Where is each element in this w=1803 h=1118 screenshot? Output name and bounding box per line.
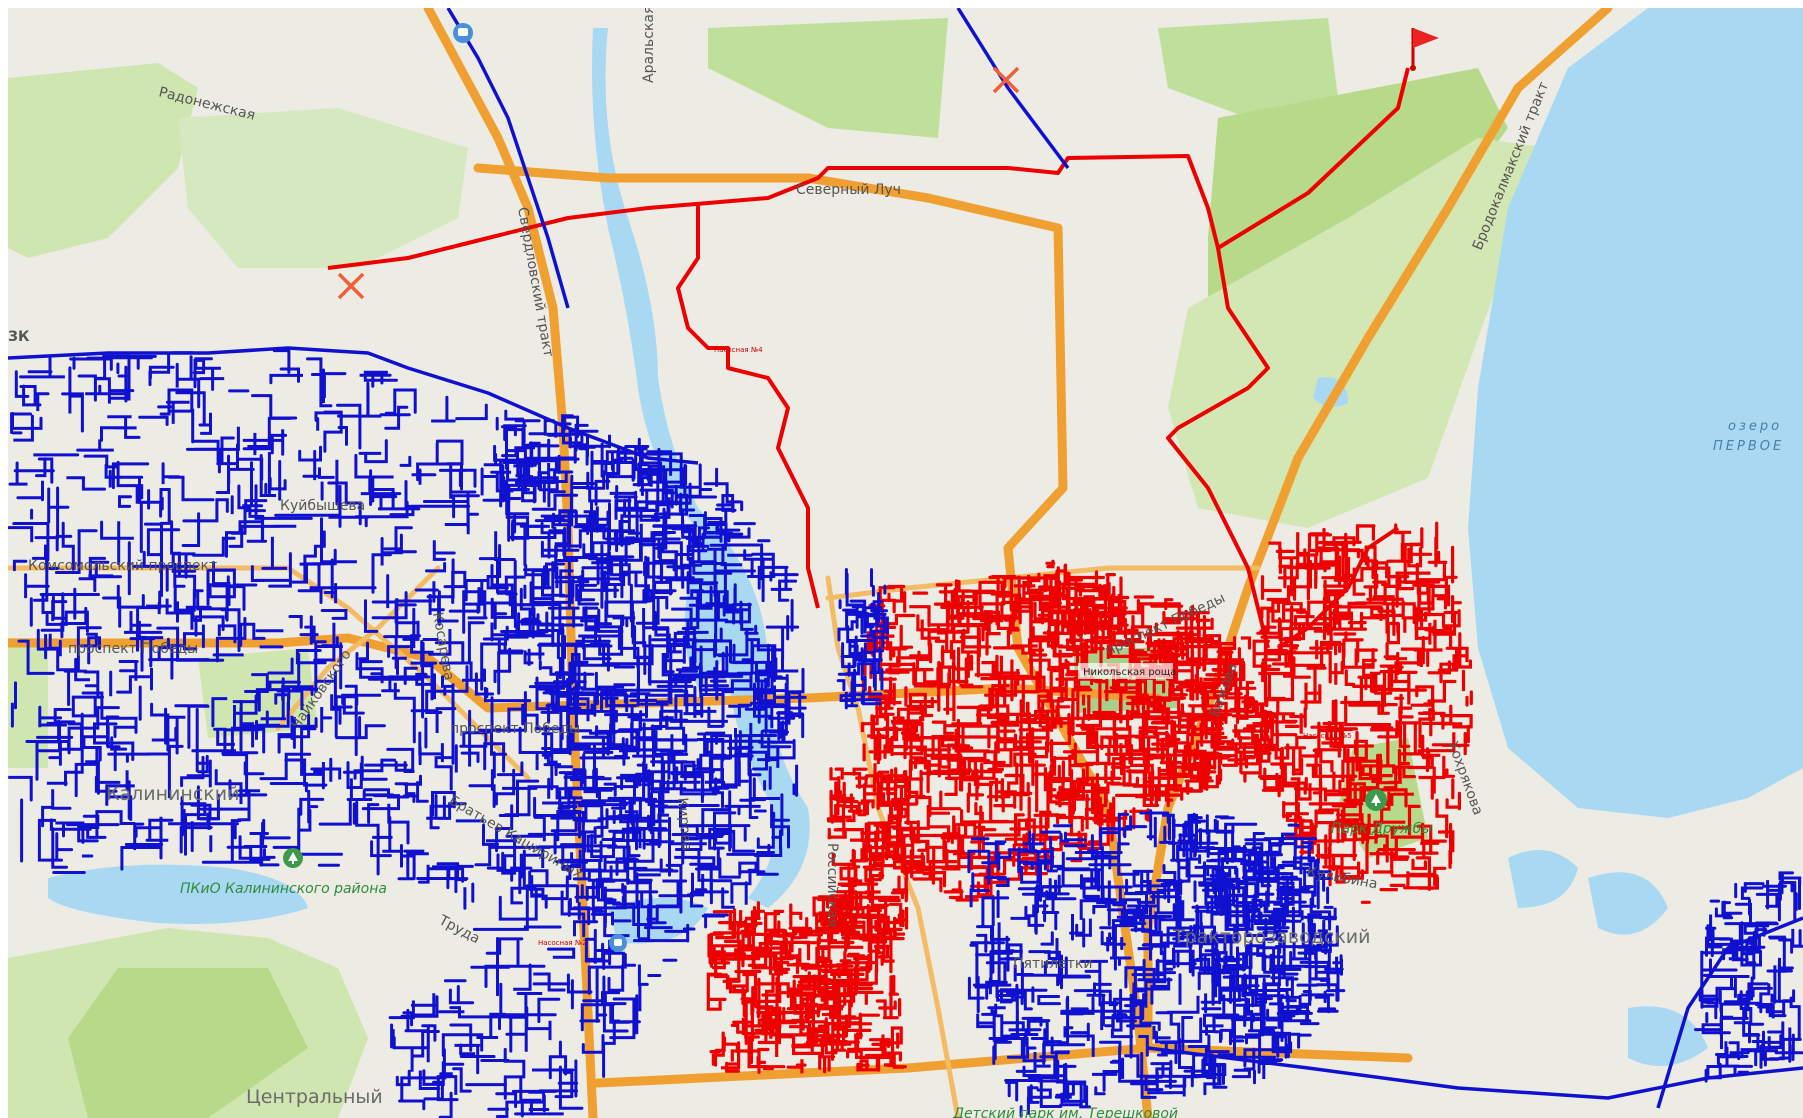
- label-severny-luch: Северный Луч: [796, 182, 901, 198]
- net-blue-mesh: [836, 568, 889, 710]
- net-red-mesh: [860, 569, 1255, 902]
- lake-pervoe: [1468, 8, 1803, 818]
- map-icons: [283, 23, 1439, 952]
- garden-plots-east: [1168, 138, 1548, 528]
- bus-stop-icon[interactable]: [453, 23, 473, 43]
- label-lake-line1: озеро: [1728, 419, 1782, 434]
- forest-north-center: [708, 18, 948, 138]
- bus-stop-icon[interactable]: [609, 934, 627, 952]
- label-pkio: ПКиО Калининского района: [180, 881, 387, 897]
- net-red-mesh: [826, 767, 909, 945]
- red-trunk-lines: [327, 67, 1410, 650]
- label-park-druzhby: Парк Дружбы: [1331, 821, 1432, 837]
- forest-south: [68, 968, 308, 1118]
- pond-east-2: [1588, 872, 1668, 935]
- label-nasosnaya-2: Насосная №2: [538, 939, 587, 947]
- map-viewport[interactable]: Радонежская Аральская Северный Луч Сверд…: [8, 8, 1803, 1118]
- label-pyatiletki: Пятилетки: [1013, 956, 1092, 972]
- flag-icon[interactable]: [1410, 28, 1439, 71]
- pond-east-3: [1628, 1006, 1708, 1066]
- red-trunk-north: [327, 67, 1410, 270]
- label-nikolskaya-roshcha: Никольская роща: [1083, 667, 1176, 678]
- cross-marker-icon[interactable]: [337, 272, 365, 300]
- green-areas: [8, 18, 1548, 1118]
- label-traktorozavodsky: Тракторозаводский: [1172, 926, 1371, 948]
- label-kuibysheva: Куйбышева: [280, 498, 365, 514]
- label-lake-line2: ПЕРВОЕ: [1713, 439, 1784, 454]
- blue-trunk-lines: [8, 8, 1803, 1109]
- label-nasosnaya-4: Насосная №4: [714, 346, 763, 354]
- red-trunk-west-loop: [676, 203, 820, 609]
- forest-northeast: [1158, 18, 1338, 118]
- tree-park-icon[interactable]: [283, 848, 303, 868]
- net-blue-mesh: [501, 409, 807, 930]
- red-trunk-east-branch: [1276, 526, 1400, 650]
- red-trunk-east-loop: [1166, 247, 1270, 649]
- komsomolsky-road: [8, 565, 531, 781]
- cross-marker-icon[interactable]: [992, 66, 1020, 94]
- blue-trunk-south: [1147, 1046, 1803, 1100]
- blue-trunk-west: [8, 346, 699, 465]
- gardens-west: [8, 638, 48, 768]
- tree-park-icon[interactable]: [1365, 789, 1387, 811]
- pond-east-1: [1508, 850, 1578, 908]
- net-red-mesh: [1252, 521, 1473, 904]
- brodokalmaksky-trakt: [1143, 8, 1613, 1053]
- heat-network-red: [706, 521, 1473, 1074]
- label-kirova: Кирова: [674, 797, 695, 852]
- net-red-mesh: [1026, 559, 1129, 650]
- pond-southwest: [48, 864, 308, 924]
- label-aralskaya: Аральская: [641, 8, 657, 83]
- net-blue-mesh: [1172, 812, 1346, 1046]
- nikolskaya-grove-bg: [1078, 663, 1173, 679]
- label-detsky-park: Детский парк им. Терешковой: [952, 1106, 1178, 1118]
- label-komsomolsky: Комсомольский проспект: [28, 558, 217, 574]
- net-red-mesh: [706, 891, 907, 1074]
- blue-trunk-north: [446, 8, 570, 309]
- label-tsentralny: Центральный: [246, 1086, 383, 1108]
- label-kalininsky: Калининский: [106, 783, 239, 805]
- severny-luch-road: [473, 163, 1153, 1118]
- heat-network-blue: [8, 349, 1803, 1118]
- label-rossiyskaya: Российская: [824, 843, 840, 927]
- label-nasosnaya-5: Насосная №5: [1303, 732, 1352, 740]
- blue-trunk-east: [1656, 916, 1803, 1109]
- map-canvas[interactable]: Радонежская Аральская Северный Луч Сверд…: [8, 8, 1803, 1118]
- pobedy-avenue: [8, 633, 1163, 713]
- forest-north: [178, 108, 468, 268]
- forest-northwest: [8, 63, 198, 258]
- label-pobedy-west: проспект Победы: [68, 641, 198, 657]
- blue-trunk-spur: [956, 8, 1070, 170]
- label-pobedy-center: проспект Победы: [450, 721, 580, 737]
- label-edge: ЗК: [8, 329, 30, 345]
